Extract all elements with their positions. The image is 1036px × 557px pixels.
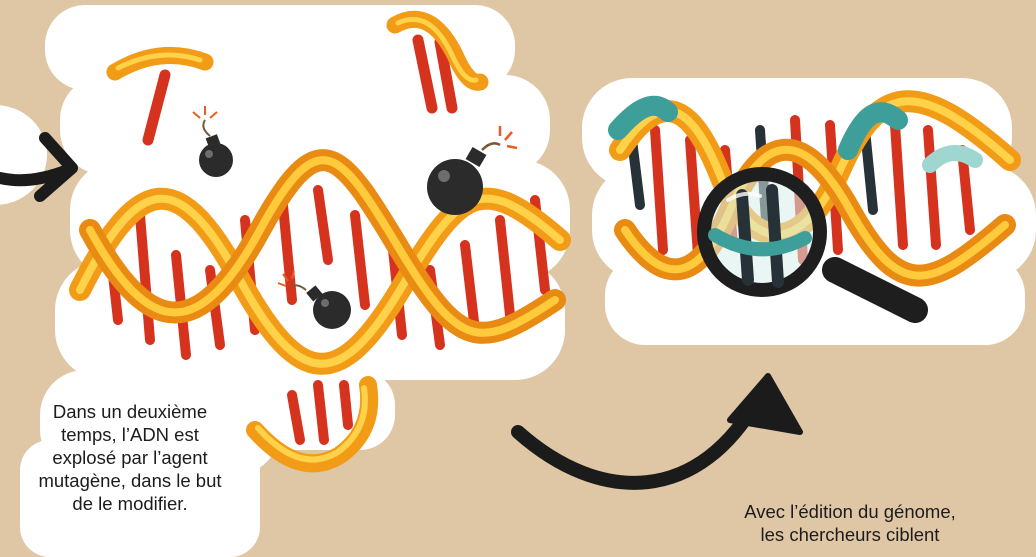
- caption-left: Dans un deuxième temps, l’ADN est explos…: [8, 400, 252, 515]
- caption-right: Avec l’édition du génome, les chercheurs…: [700, 500, 1000, 546]
- curved-arrow-icon: [518, 376, 800, 483]
